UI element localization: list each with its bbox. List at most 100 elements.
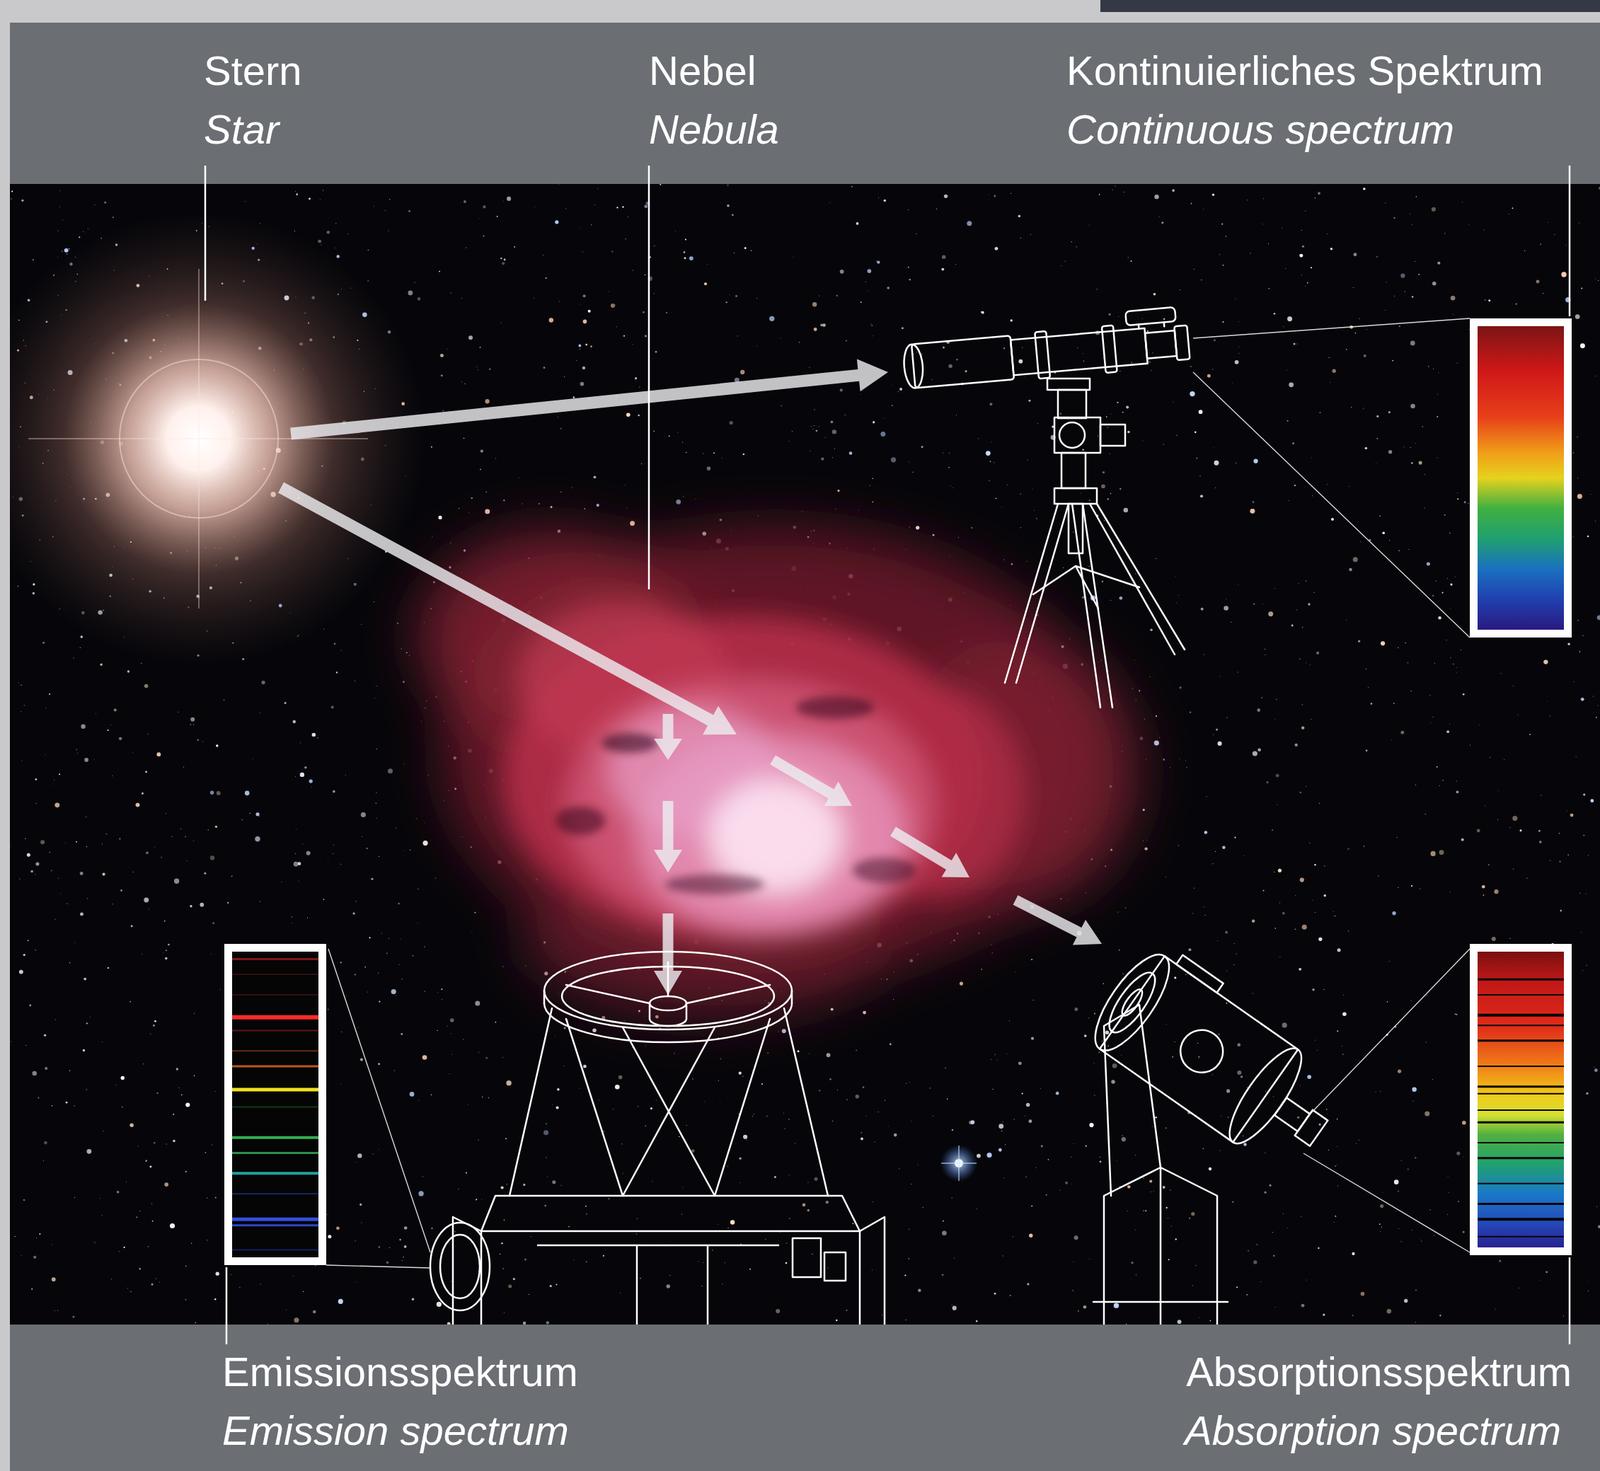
star-dot: [1195, 1265, 1196, 1266]
star-dot: [1002, 1121, 1004, 1123]
star-dot: [184, 1299, 187, 1301]
star-dot: [10, 198, 12, 199]
star-dot: [475, 1199, 477, 1201]
star-dot: [1190, 203, 1193, 205]
star-dot: [766, 1115, 768, 1118]
star-dot: [145, 851, 149, 855]
star-dot: [267, 1323, 269, 1325]
star-dot: [295, 776, 296, 778]
star-dot: [1397, 1069, 1402, 1073]
star-dot: [1424, 474, 1426, 475]
star-dot: [632, 270, 634, 272]
star-dot: [74, 942, 76, 944]
star-dot: [242, 819, 243, 821]
star-dot: [985, 450, 991, 456]
star-dot: [1316, 1050, 1318, 1051]
star-dot: [1269, 1184, 1272, 1187]
star-dot: [1391, 360, 1394, 362]
star-dot: [1009, 1020, 1010, 1022]
star-dot: [1227, 1116, 1230, 1119]
star-dot: [1579, 893, 1581, 894]
star-dot: [1060, 898, 1063, 900]
star-dot: [1040, 1144, 1044, 1148]
star-dot: [21, 1255, 22, 1257]
star-dot: [1018, 359, 1023, 364]
star-dot: [1106, 498, 1109, 501]
star-dot: [377, 973, 379, 974]
star-dot: [418, 1190, 424, 1196]
star-dot: [1410, 690, 1412, 692]
star-dot: [1587, 854, 1589, 856]
star-dot: [1306, 1279, 1308, 1281]
star-dot: [465, 246, 467, 248]
star-dot: [1101, 484, 1106, 489]
star-dot: [503, 1312, 505, 1314]
star-dot: [1018, 215, 1021, 218]
star-dot: [101, 1041, 103, 1043]
star-dot: [1149, 361, 1151, 364]
star-dot: [165, 1143, 167, 1145]
star-dot: [476, 1198, 478, 1201]
star-dot: [223, 699, 225, 701]
star-dot: [1350, 406, 1352, 408]
star-dot: [932, 1115, 934, 1117]
star-dot: [43, 1141, 48, 1145]
star-dot: [440, 353, 444, 358]
star-dot: [335, 222, 337, 224]
star-dot: [230, 1274, 232, 1276]
star-dot: [1111, 189, 1113, 191]
star-dot: [991, 441, 993, 443]
star-dot: [1032, 999, 1034, 1001]
star-dot: [384, 210, 386, 211]
star-dot: [1125, 405, 1129, 409]
star-dot: [1025, 1176, 1027, 1178]
star-dot: [1249, 252, 1251, 254]
star-dot: [1112, 1063, 1118, 1069]
star-dot: [431, 536, 433, 538]
star-dot: [193, 1013, 195, 1015]
star-dot: [578, 227, 580, 229]
star-dot: [683, 256, 686, 260]
star-dot: [1171, 188, 1175, 192]
star-dot: [1130, 260, 1132, 262]
star-dot: [862, 1086, 865, 1089]
star-dot: [1377, 876, 1379, 877]
star-dot: [381, 933, 383, 935]
star-dot: [75, 841, 78, 843]
star-dot: [1282, 1213, 1284, 1215]
star-dot: [24, 704, 25, 706]
star-dot: [1337, 948, 1341, 952]
star-dot: [1438, 372, 1440, 373]
star-dot: [374, 697, 376, 699]
star-dot: [107, 729, 109, 732]
star-dot: [1147, 330, 1149, 332]
star-dot: [655, 1099, 657, 1101]
star-dot: [1483, 229, 1485, 230]
star-dot: [9, 845, 11, 847]
star-dot: [1328, 1149, 1329, 1151]
star-dot: [1457, 363, 1458, 364]
star-dot: [624, 238, 626, 240]
star-dot: [1425, 813, 1426, 815]
star-dot: [465, 1172, 468, 1174]
star-dot: [1549, 860, 1551, 862]
star-dot: [1442, 592, 1444, 594]
star-dot: [1077, 1310, 1080, 1312]
star-dot: [430, 1227, 433, 1230]
star-dot: [1292, 442, 1295, 445]
star-dot: [1021, 1092, 1024, 1095]
star-dot: [1432, 1079, 1433, 1080]
star-dot: [585, 1205, 587, 1208]
star-dot: [194, 1321, 197, 1324]
star-dot: [1411, 1229, 1413, 1231]
star-dot: [1200, 279, 1203, 281]
star-dot: [1159, 216, 1160, 218]
star-dot: [145, 770, 148, 773]
star-dot: [33, 1256, 37, 1259]
star-dot: [1398, 550, 1400, 552]
star-dot: [64, 248, 69, 253]
star-dot: [1190, 365, 1192, 368]
star-dot: [133, 871, 134, 873]
star-dot: [1540, 795, 1542, 797]
star-dot: [1570, 813, 1574, 818]
